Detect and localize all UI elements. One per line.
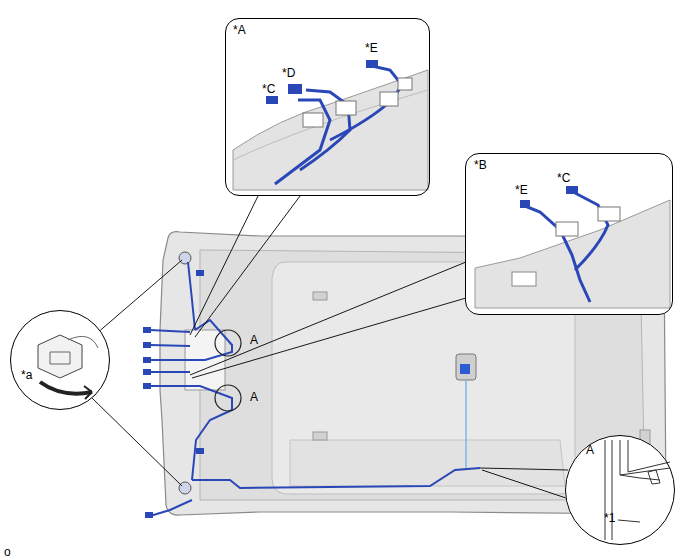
detail-inset: *B *E *C: [465, 153, 673, 315]
callout-label: *a: [21, 369, 32, 381]
callout-label: *C: [557, 172, 570, 184]
callout-label: A: [586, 444, 594, 456]
detail-circle: *a: [10, 310, 110, 410]
callout-label: *E: [515, 184, 528, 196]
figure-id: o: [4, 546, 11, 558]
callout-label: *E: [365, 42, 378, 54]
detail-inset: *A *E *D *C: [225, 18, 430, 196]
view-marker: A: [250, 334, 258, 346]
callout-label: *A: [233, 24, 246, 36]
callout-label: *C: [262, 83, 275, 95]
detail-circle: A *1: [565, 435, 675, 545]
callout-label: *D: [282, 67, 295, 79]
view-marker: A: [250, 391, 258, 403]
callout-label: *1: [604, 512, 615, 524]
callout-label: *B: [474, 159, 487, 171]
